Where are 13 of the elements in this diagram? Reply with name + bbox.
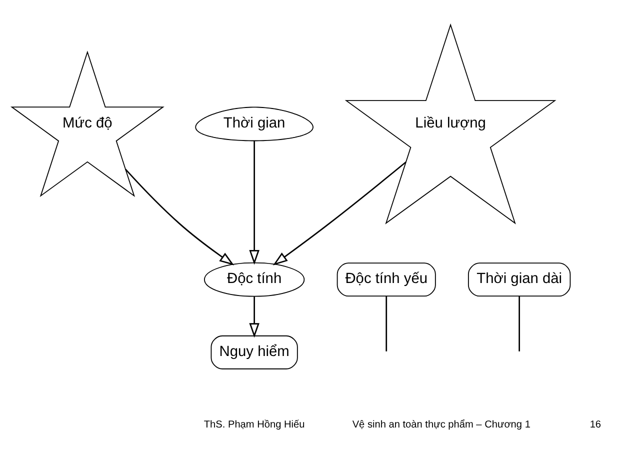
label: Vệ sinh an toàn thực phẩm – Chương 1 xyxy=(352,419,530,430)
node-box: Độc tính yếu xyxy=(336,262,436,297)
arrow xyxy=(249,140,260,265)
connector xyxy=(518,296,520,352)
node-box: Nguy hiểm xyxy=(210,335,298,370)
connector xyxy=(386,296,388,352)
label: 16 xyxy=(590,419,602,430)
arrow xyxy=(124,168,234,266)
node-ellipse: Độc tính xyxy=(204,262,305,297)
node-box: Thời gian dài xyxy=(468,262,571,297)
arrow xyxy=(272,162,406,266)
label: ThS. Phạm Hồng Hiếu xyxy=(204,419,305,430)
arrow xyxy=(249,296,260,338)
